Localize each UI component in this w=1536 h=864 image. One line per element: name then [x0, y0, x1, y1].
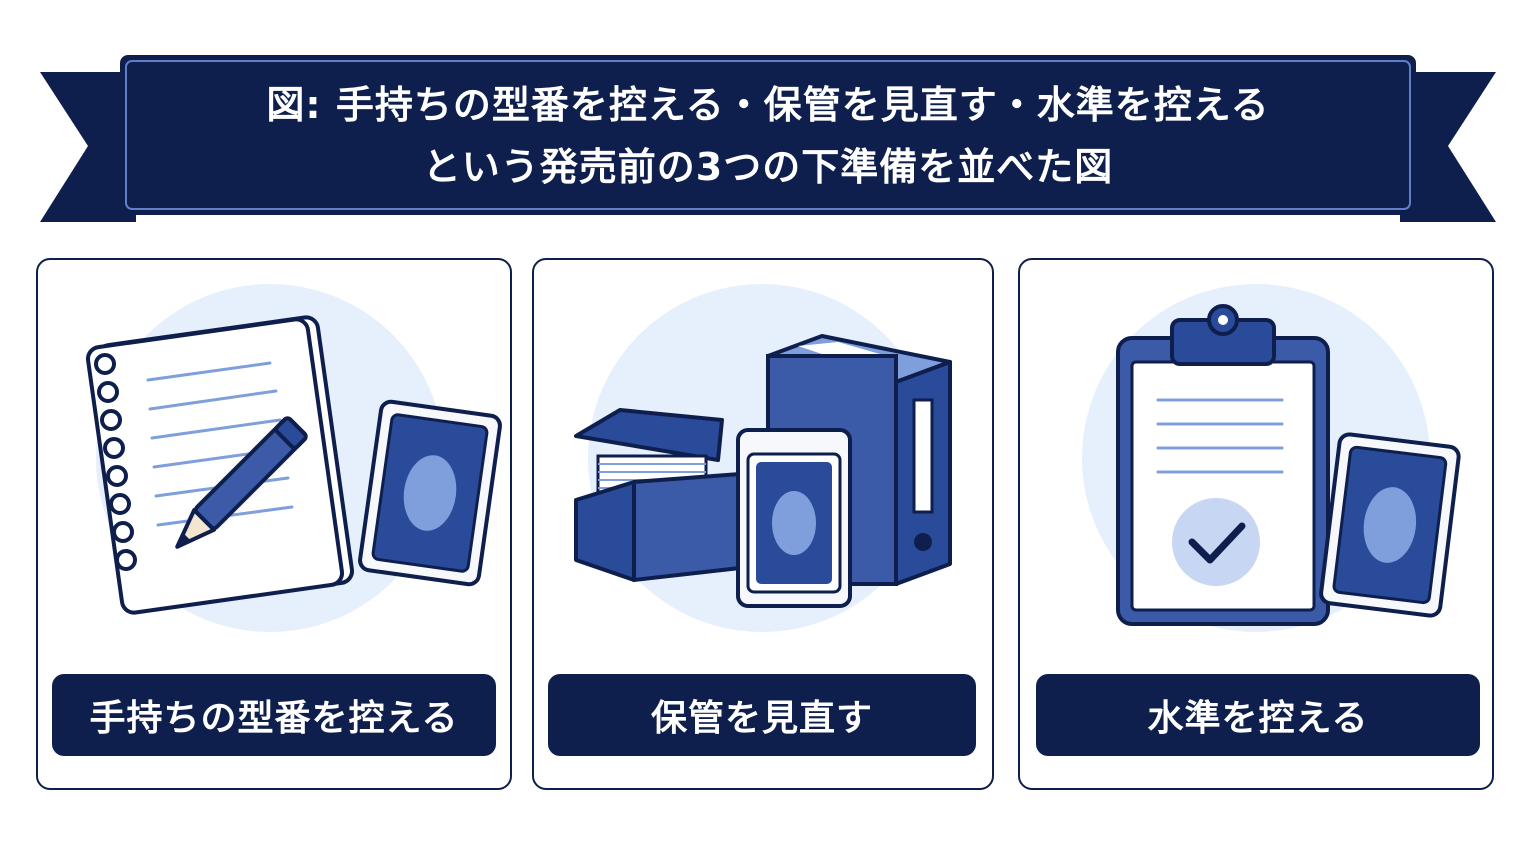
trading-card-icon	[358, 399, 502, 587]
label-review-storage: 保管を見直す	[548, 674, 976, 756]
panel-1-illustration	[85, 284, 502, 632]
trading-card-icon	[1319, 432, 1461, 618]
panel-review-storage: 保管を見直す	[532, 258, 994, 790]
banner-title: 図: 手持ちの型番を控える・保管を見直す・水準を控える という発売前の3つの下準…	[128, 64, 1408, 208]
checkmark-icon	[1172, 498, 1260, 586]
pencil-icon	[175, 416, 308, 549]
title-line-2: という発売前の3つの下準備を並べた図	[422, 145, 1114, 189]
sleeved-card-icon	[736, 428, 852, 608]
label-record-model-numbers: 手持ちの型番を控える	[52, 674, 496, 756]
title-line-1: 図: 手持ちの型番を控える・保管を見直す・水準を控える	[266, 83, 1270, 127]
panel-2-illustration	[574, 284, 952, 632]
label-record-levels: 水準を控える	[1036, 674, 1480, 756]
panel-record-model-numbers: 手持ちの型番を控える	[36, 258, 512, 790]
panel-record-levels: 水準を控える	[1018, 258, 1494, 790]
card-storage-box-icon	[574, 408, 742, 582]
title-banner	[40, 55, 1496, 222]
notebook-icon	[85, 315, 355, 615]
panel-3-illustration	[1082, 284, 1461, 632]
